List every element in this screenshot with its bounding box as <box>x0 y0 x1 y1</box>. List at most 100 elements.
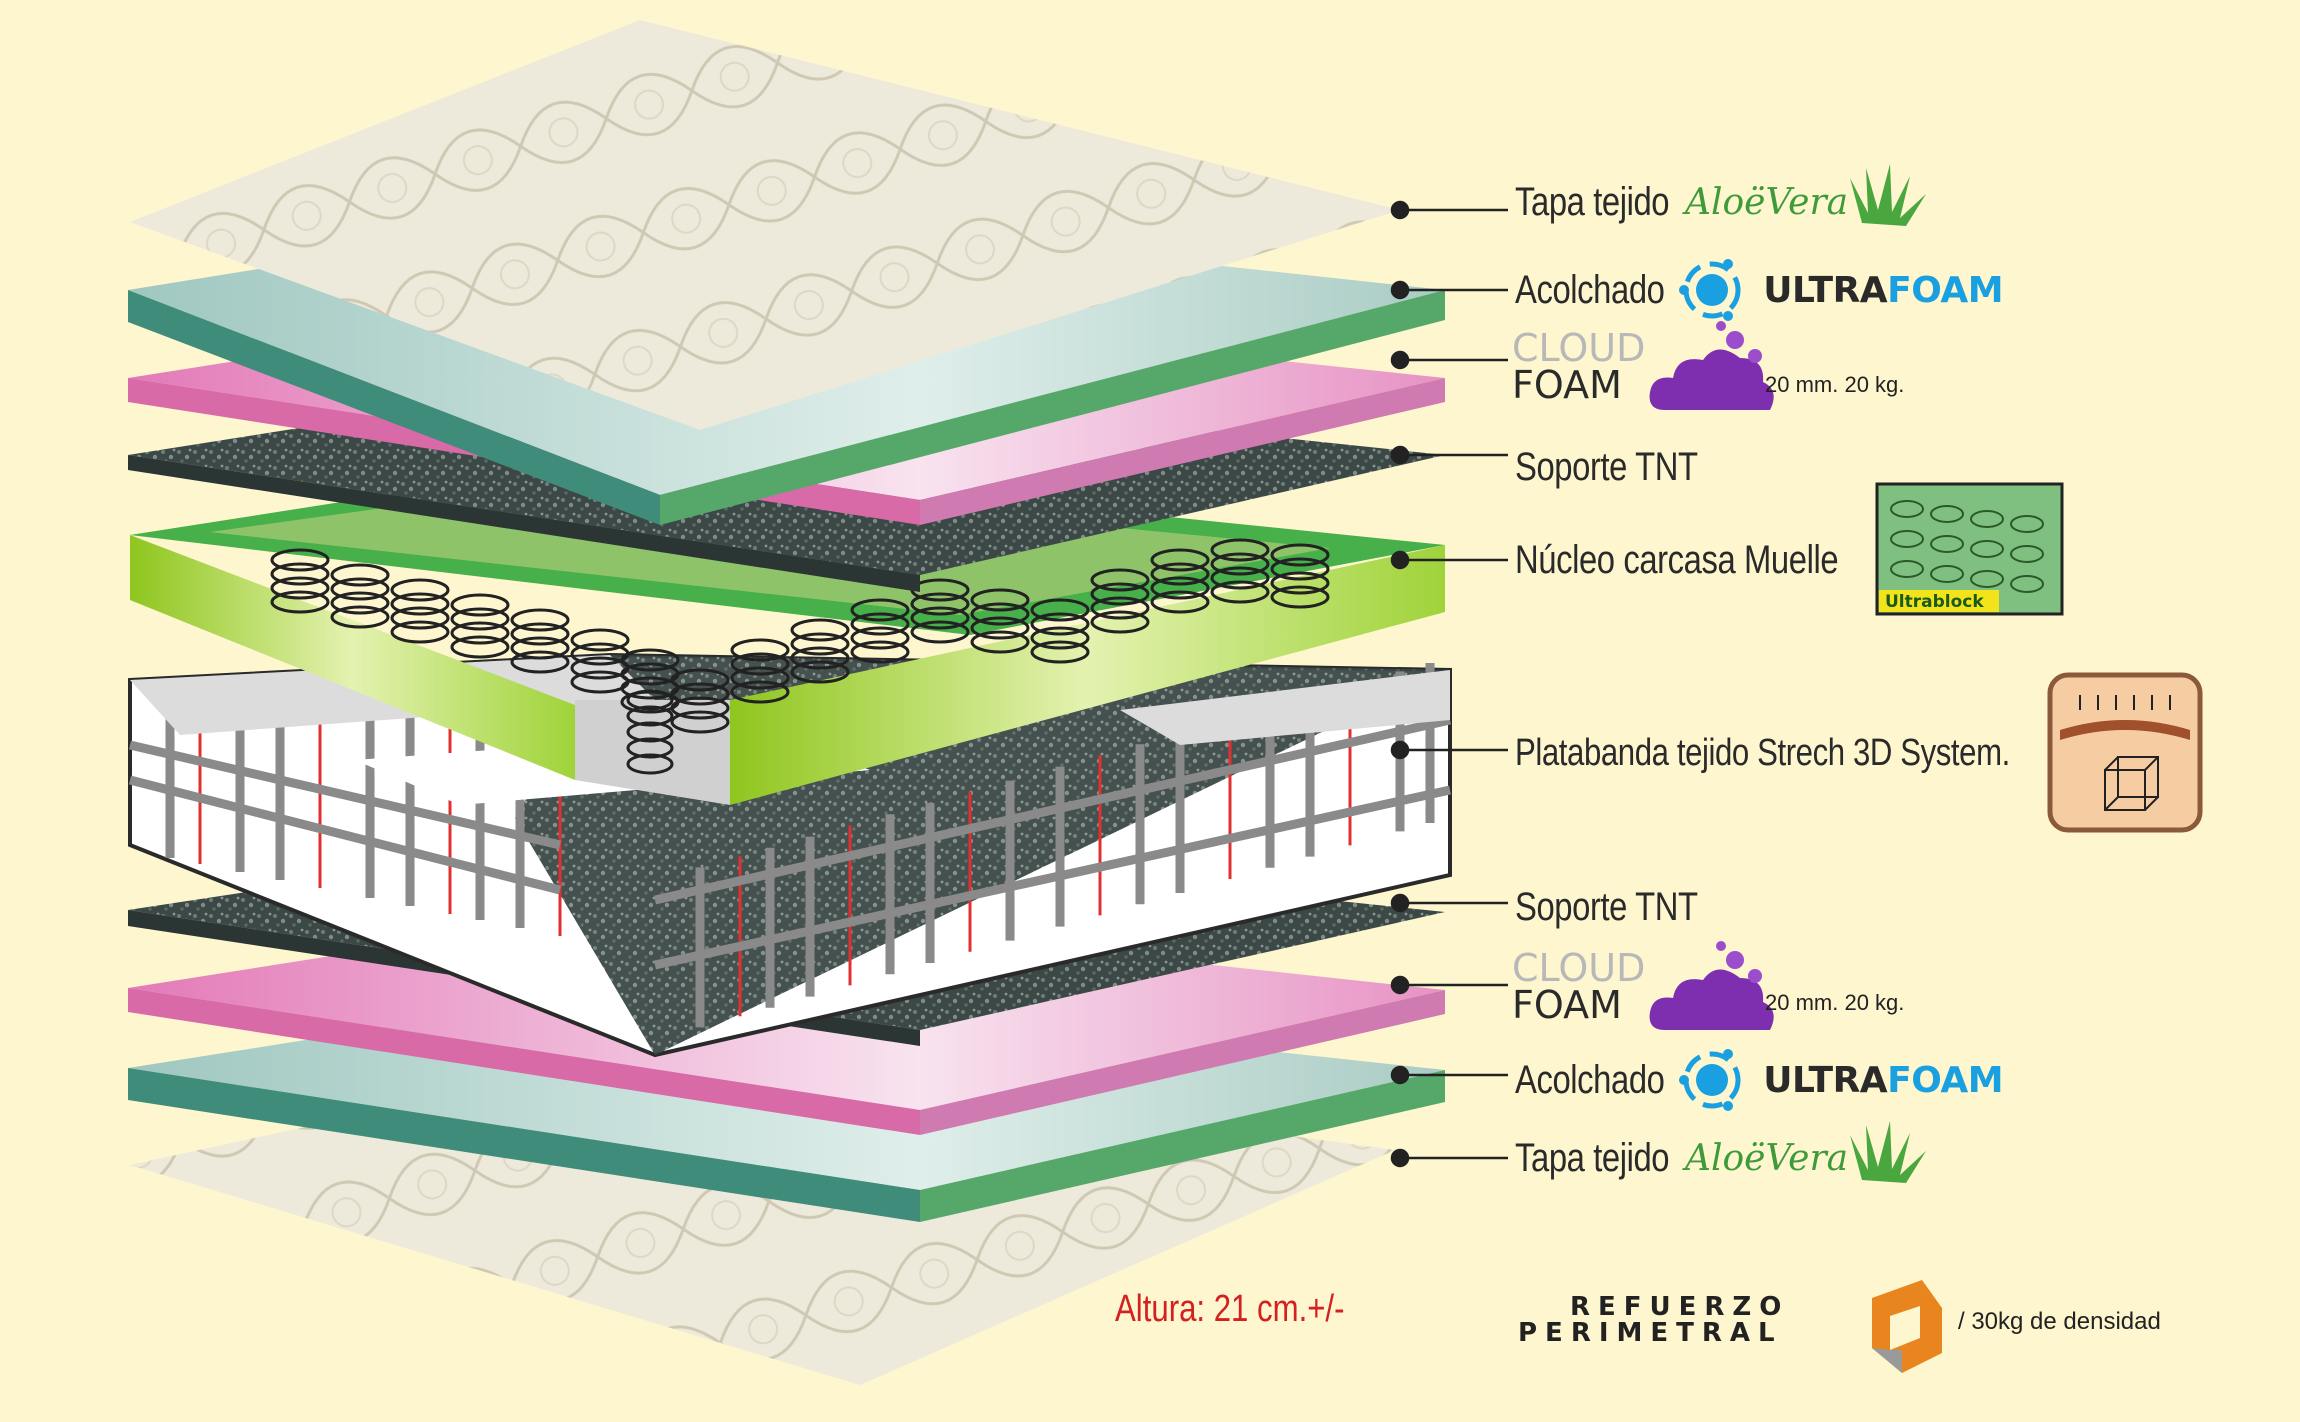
ultrafoam-brand: ULTRAFOAM <box>1763 1059 2004 1101</box>
leader-dot <box>1390 740 1410 760</box>
label-cloud-bottom: CLOUD FOAM <box>1512 949 1645 1027</box>
height-note: Altura: 21 cm.+/- <box>1115 1288 1345 1330</box>
spring-coil <box>626 721 674 743</box>
spring-coil <box>1090 568 1150 592</box>
foam-text: FOAM <box>1512 363 1622 407</box>
spring-coil <box>330 563 390 587</box>
aloe-vera-brand: AloëVera <box>1684 1137 1849 1179</box>
spring-coil <box>910 606 970 630</box>
spring-coil <box>730 638 790 662</box>
nucleo-label: Núcleo carcasa Muelle <box>1515 537 1839 582</box>
leader-dot <box>1390 975 1410 995</box>
spring-coil <box>450 607 510 631</box>
spring-coil <box>390 606 450 630</box>
spring-coil <box>330 577 390 601</box>
spring-coil <box>970 588 1030 612</box>
spring-coil <box>1030 612 1090 636</box>
cloud-top-spec: 20 mm. 20 kg. <box>1765 372 1905 397</box>
ultrafoam-icon <box>1679 1049 1741 1111</box>
spring-coil <box>670 696 730 720</box>
spring-coil <box>850 612 910 636</box>
leader-dot <box>1390 550 1410 570</box>
spring-coil <box>1210 580 1270 604</box>
spring-coil <box>1090 596 1150 620</box>
cloud-text: CLOUD <box>1512 326 1646 370</box>
spring-coil <box>1150 548 1210 572</box>
spring-coil <box>626 753 674 775</box>
leader-dot <box>1390 350 1410 370</box>
spring-coil <box>790 632 850 656</box>
platabanda-label: Platabanda tejido Strech 3D System. <box>1515 731 2010 774</box>
spring-coil <box>730 680 790 704</box>
label-acolchado-top: Acolchado ULTRAFOAM <box>1515 255 2004 325</box>
soporte-top-label: Soporte TNT <box>1515 444 1698 489</box>
spring-coil <box>1270 543 1330 567</box>
spring-coil <box>730 652 790 676</box>
spring-coil <box>1270 585 1330 609</box>
leader-dot <box>1390 280 1410 300</box>
label-platabanda: Platabanda tejido Strech 3D System. <box>1515 718 2119 788</box>
acolchado-top-label: Acolchado <box>1515 267 1665 312</box>
leader-dot <box>1390 200 1410 220</box>
spring-coil <box>1210 538 1270 562</box>
label-soporte-top: Soporte TNT <box>1515 432 1738 502</box>
leader-dot <box>1390 1065 1410 1085</box>
spring-coil <box>670 710 730 734</box>
label-acolchado-bottom: Acolchado ULTRAFOAM <box>1515 1045 2004 1115</box>
spring-coil <box>270 590 330 614</box>
spring-coil <box>790 618 850 642</box>
spring-coil <box>620 648 680 672</box>
spring-coil <box>1150 562 1210 586</box>
spring-coil <box>910 620 970 644</box>
tapa-top-surface <box>130 20 1400 430</box>
spring-coil <box>626 737 674 759</box>
spring-coil <box>1270 571 1330 595</box>
spring-coil <box>450 635 510 659</box>
leader-dot <box>1390 893 1410 913</box>
tapa-bottom-label: Tapa tejido <box>1515 1135 1670 1180</box>
spring-coil <box>970 602 1030 626</box>
cloud-icon <box>1649 941 1774 1030</box>
leader-dot <box>1390 1148 1410 1168</box>
soporte-bottom-label: Soporte TNT <box>1515 884 1698 929</box>
cloud-bottom-spec: 20 mm. 20 kg. <box>1765 990 1905 1015</box>
tapa-top-label: Tapa tejido <box>1515 179 1670 224</box>
spring-coil <box>730 666 790 690</box>
spring-coil <box>510 608 570 632</box>
refuerzo-perimetral-logo <box>1872 1280 1942 1373</box>
foam-text: FOAM <box>1512 983 1622 1027</box>
fabric-stripe <box>128 775 562 895</box>
spring-coil <box>1030 640 1090 664</box>
fabric-stripe <box>654 715 1451 905</box>
spring-coil <box>1090 582 1150 606</box>
ultrafoam-brand: ULTRAFOAM <box>1763 269 2004 311</box>
spring-coil <box>626 689 674 711</box>
spring-coil <box>1270 557 1330 581</box>
ultrafoam-icon <box>1679 259 1741 321</box>
spring-coil <box>1030 598 1090 622</box>
spring-coil <box>570 628 630 652</box>
spring-coil <box>970 630 1030 654</box>
ultrablock-label: Ultrablock <box>1885 592 1984 612</box>
fabric-stripe <box>128 740 562 850</box>
cloud-icon <box>1649 321 1774 410</box>
spring-coil <box>850 626 910 650</box>
spring-coil <box>510 636 570 660</box>
fabric-stripe <box>654 785 1451 970</box>
spring-coil <box>330 591 390 615</box>
label-tapa-top: Tapa tejido AloëVera <box>1515 167 1848 237</box>
spring-coil <box>270 562 330 586</box>
spring-coil <box>390 620 450 644</box>
spring-coil <box>270 548 330 572</box>
label-nucleo: Núcleo carcasa Muelle <box>1515 525 1909 595</box>
spring-coil <box>1210 566 1270 590</box>
spring-coil <box>1150 576 1210 600</box>
leader-dot <box>1390 445 1410 465</box>
spring-coil <box>510 650 570 674</box>
spring-coil <box>510 622 570 646</box>
spring-coil <box>790 660 850 684</box>
ultrablock-badge: Ultrablock <box>1875 482 2064 616</box>
aloe-plant-icon <box>1850 1121 1926 1183</box>
spring-coil <box>670 668 730 692</box>
